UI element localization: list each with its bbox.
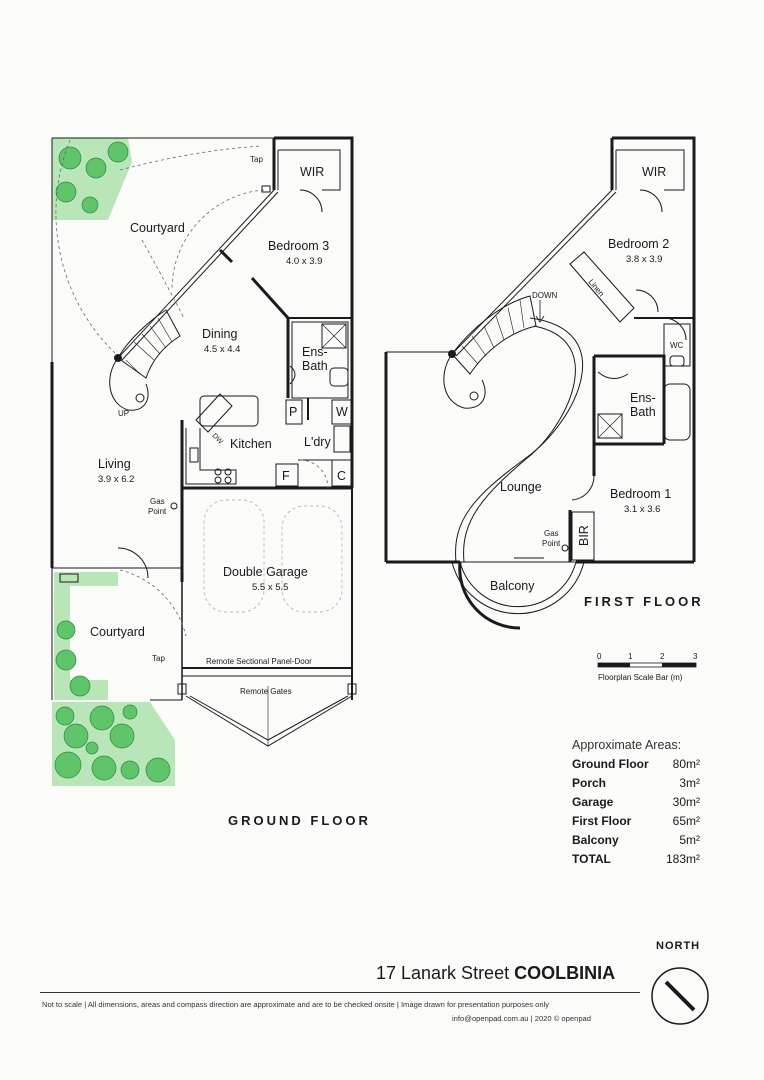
ground-gas-label-a: Gas: [150, 497, 165, 506]
courtyard-bottom-label: Courtyard: [90, 625, 145, 639]
scale-bar: 0 1 2 3 Floorplan Scale Bar (m): [597, 652, 698, 682]
ground-ensbath-label-b: Bath: [302, 359, 328, 373]
area-row: Ground Floor 80m²: [572, 755, 700, 774]
ground-right-wall: [274, 136, 354, 488]
area-value: 5m²: [679, 833, 700, 847]
first-ensuite-wall: [594, 354, 666, 444]
bedroom1-dims: 3.1 x 3.6: [624, 504, 660, 515]
ground-ensbath-label-a: Ens-: [302, 345, 328, 359]
bir-label: BIR: [577, 525, 591, 546]
area-row: Balcony 5m²: [572, 831, 700, 850]
first-wir-label: WIR: [642, 165, 666, 179]
courtyard-top-label: Courtyard: [130, 221, 185, 235]
area-value: 80m²: [672, 757, 700, 771]
bedroom2-dims: 3.8 x 3.9: [626, 254, 662, 265]
address-street: 17 Lanark Street: [376, 963, 510, 983]
ground-gas-label-b: Point: [148, 507, 167, 516]
scale-tick-2: 2: [660, 652, 665, 661]
kitchen-bench: [185, 393, 259, 485]
north-label: NORTH: [656, 940, 701, 952]
living-label: Living: [98, 457, 131, 471]
approximate-areas: Approximate Areas: Ground Floor 80m² Porc…: [572, 738, 700, 869]
scale-tick-1: 1: [628, 652, 633, 661]
area-label: First Floor: [572, 814, 632, 828]
kitchen-label: Kitchen: [230, 437, 272, 451]
first-stairs: [443, 295, 545, 409]
garage-car-left: [203, 499, 265, 613]
wc-label: WC: [670, 341, 684, 350]
area-value: 30m²: [672, 795, 700, 809]
footer-disclaimer: Not to scale | All dimensions, areas and…: [42, 1000, 550, 1009]
balcony-label: Balcony: [490, 579, 535, 593]
washer-label: W: [336, 405, 348, 419]
landscaping-bottom: [52, 572, 175, 786]
area-row: First Floor 65m²: [572, 812, 700, 831]
first-gas-label-a: Gas: [544, 529, 559, 538]
garage-dims: 5.5 x 5.5: [252, 582, 288, 593]
ground-stairs: [109, 309, 181, 411]
area-value: 65m²: [672, 814, 700, 828]
stairs-up-label: UP: [118, 409, 129, 418]
laundry-label: L'dry: [304, 435, 331, 449]
first-floor-title: FIRST FLOOR: [584, 594, 704, 609]
lounge-label: Lounge: [500, 480, 542, 494]
living-dims: 3.9 x 6.2: [98, 474, 134, 485]
first-floor: WIR Bedroom 2 3.8 x 3.9 Linen WC Ens- Ba…: [384, 136, 704, 630]
panel-door-label: Remote Sectional Panel-Door: [206, 657, 312, 666]
scale-caption: Floorplan Scale Bar (m): [598, 673, 683, 682]
ground-wir-label: WIR: [300, 165, 324, 179]
ground-floor-title: GROUND FLOOR: [228, 813, 371, 828]
dining-label: Dining: [202, 327, 237, 341]
first-ensbath-label-a: Ens-: [630, 391, 656, 405]
balcony-outline: [459, 561, 577, 608]
garage-car-right: [281, 505, 343, 613]
dining-dims: 4.5 x 4.4: [204, 344, 240, 355]
north-arrow-icon: [664, 980, 696, 1012]
gates-label: Remote Gates: [240, 687, 292, 696]
area-value: 183m²: [665, 852, 700, 866]
areas-heading: Approximate Areas:: [572, 738, 682, 752]
cupboard-label: C: [337, 469, 346, 483]
bedroom3-label: Bedroom 3: [268, 239, 329, 253]
footer-rule: [40, 992, 640, 993]
bedroom3-dims: 4.0 x 3.9: [286, 256, 322, 267]
property-address: 17 Lanark Street COOLBINIA: [376, 963, 615, 984]
dishwasher-label: DW: [211, 432, 224, 445]
pantry-label: P: [289, 405, 297, 419]
tap-top-label: Tap: [250, 155, 263, 164]
area-label: TOTAL: [572, 852, 611, 866]
bedroom2-label: Bedroom 2: [608, 237, 669, 251]
first-right-wall: [612, 136, 696, 562]
bedroom1-label: Bedroom 1: [610, 487, 671, 501]
scale-tick-0: 0: [597, 652, 602, 661]
area-label: Balcony: [572, 833, 619, 847]
first-gas-label-b: Point: [542, 539, 561, 548]
stairs-down-label: DOWN: [532, 291, 558, 300]
bedroom3-wall: [250, 276, 290, 398]
ground-floor: Courtyard Bedroom 3 4.0 x 3.9 WIR Dining…: [50, 136, 371, 828]
landscaping-top: [52, 138, 132, 220]
footer-contact: info@openpad.com.au | 2020 © openpad: [452, 1014, 591, 1023]
tap-bottom-label: Tap: [152, 654, 165, 663]
fridge-label: F: [282, 469, 290, 483]
area-value: 3m²: [679, 776, 700, 790]
garage-label: Double Garage: [223, 565, 308, 579]
area-label: Ground Floor: [572, 757, 649, 771]
first-ensbath-label-b: Bath: [630, 405, 656, 419]
address-suburb: COOLBINIA: [514, 963, 616, 983]
north-compass: [651, 967, 709, 1025]
lounge-curved-wall: [455, 317, 584, 563]
area-row: Porch 3m²: [572, 774, 700, 793]
scale-tick-3: 3: [693, 652, 698, 661]
area-label: Garage: [572, 795, 614, 809]
area-label: Porch: [572, 776, 607, 790]
area-row: TOTAL 183m²: [572, 850, 700, 869]
area-row: Garage 30m²: [572, 793, 700, 812]
